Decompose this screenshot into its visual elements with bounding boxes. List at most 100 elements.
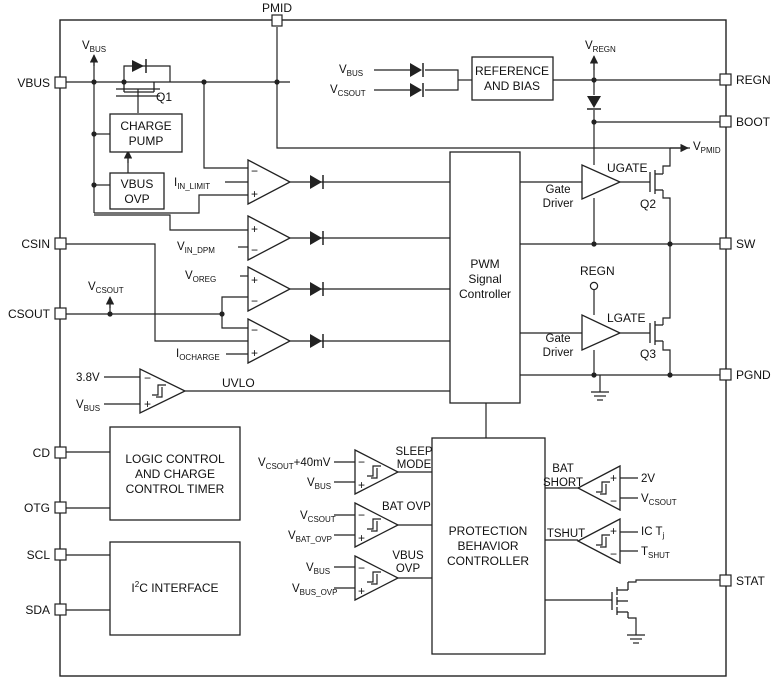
label-gate-driver-top-2: Driver xyxy=(543,198,574,210)
svg-text:−: − xyxy=(610,494,617,508)
label-tshut: TSHUT xyxy=(547,528,585,540)
pin-sw: SW xyxy=(736,237,756,251)
label-gate-driver-bottom-2: Driver xyxy=(543,347,574,359)
svg-text:−: − xyxy=(251,323,258,337)
svg-text:+: + xyxy=(144,397,151,411)
svg-text:VBUS: VBUS xyxy=(121,177,154,191)
pin-pmid: PMID xyxy=(262,1,292,15)
label-vpmid: VPMID xyxy=(693,141,721,155)
label-bat-ovp: BAT OVP xyxy=(382,501,431,513)
label-gate-driver-top-1: Gate xyxy=(546,184,571,196)
svg-text:CONTROL TIMER: CONTROL TIMER xyxy=(126,482,225,496)
svg-text:I2C INTERFACE: I2C INTERFACE xyxy=(131,580,218,595)
pin-otg: OTG xyxy=(24,501,50,515)
comparator-bat-short: + − xyxy=(576,464,621,512)
label-ugate: UGATE xyxy=(607,161,647,175)
diode-ref-vbus xyxy=(410,63,424,77)
svg-text:−: − xyxy=(358,455,365,469)
svg-text:CHARGE: CHARGE xyxy=(120,119,171,133)
svg-text:−: − xyxy=(358,508,365,522)
svg-text:−: − xyxy=(358,561,365,575)
diode-in-dpm xyxy=(310,231,324,245)
pin-regn: REGN xyxy=(736,73,771,87)
pin-sda: SDA xyxy=(25,603,50,617)
svg-text:+: + xyxy=(251,273,258,287)
diode-ref-vcsout xyxy=(410,83,424,97)
svg-text:+: + xyxy=(358,584,365,598)
svg-text:AND CHARGE: AND CHARGE xyxy=(135,467,215,481)
label-vcsout-40mv: VCSOUT+40mV xyxy=(258,457,331,471)
svg-text:+: + xyxy=(251,346,258,360)
label-gate-driver-bottom-1: Gate xyxy=(546,333,571,345)
gate-driver-bottom-amp xyxy=(581,313,622,352)
label-regn-internal: REGN xyxy=(580,264,615,278)
label-q3: Q3 xyxy=(640,347,656,361)
q3-transistor xyxy=(649,321,663,345)
q1-transistor xyxy=(116,82,160,97)
svg-text:PWM: PWM xyxy=(470,257,499,271)
svg-text:−: − xyxy=(251,243,258,257)
label-sleep-2: MODE xyxy=(397,459,432,471)
pin-cd: CD xyxy=(33,446,51,460)
comparator-uvlo: − + xyxy=(139,367,187,415)
svg-text:−: − xyxy=(251,294,258,308)
svg-text:REFERENCE: REFERENCE xyxy=(475,64,549,78)
svg-text:CONTROLLER: CONTROLLER xyxy=(447,554,529,568)
diode-boot xyxy=(587,96,601,110)
label-in-limit: IIN_LIMIT xyxy=(174,177,210,191)
svg-text:Controller: Controller xyxy=(459,287,511,301)
pin-csin: CSIN xyxy=(21,237,50,251)
label-lgate: LGATE xyxy=(607,311,645,325)
comparator-bat-ovp: − + xyxy=(354,501,400,549)
label-vregn: VREGN xyxy=(585,40,616,54)
q1-body-diode xyxy=(132,59,147,73)
pin-csout: CSOUT xyxy=(8,307,51,321)
svg-text:−: − xyxy=(610,547,617,561)
ic-boundary xyxy=(59,19,727,677)
i2c-interface-block: I2C INTERFACE xyxy=(109,541,241,636)
label-in-dpm: VIN_DPM xyxy=(177,241,215,255)
label-bat-short-2: SHORT xyxy=(543,477,583,489)
svg-text:PUMP: PUMP xyxy=(129,134,164,148)
comparator-ocharge: − + xyxy=(247,317,292,365)
label-vbus-ovp-2: OVP xyxy=(396,563,421,575)
svg-text:Signal: Signal xyxy=(468,272,501,286)
logic-control-block: LOGIC CONTROL AND CHARGE CONTROL TIMER xyxy=(109,426,241,521)
label-3v8: 3.8V xyxy=(76,372,100,384)
comparator-sleep: − + xyxy=(354,448,400,496)
pwm-controller-block: PWM Signal Controller xyxy=(449,151,521,404)
label-vcsout-batovp: VCSOUT xyxy=(300,510,336,524)
svg-text:−: − xyxy=(144,371,151,385)
diode-ocharge xyxy=(310,334,324,348)
label-q1: Q1 xyxy=(156,90,172,104)
label-ocharge: IOCHARGE xyxy=(176,348,220,362)
diode-in-limit xyxy=(310,175,324,189)
comparator-oreg: + − xyxy=(247,265,292,313)
label-ic-tj: IC Tj xyxy=(641,526,665,540)
label-q2: Q2 xyxy=(640,197,656,211)
svg-text:+: + xyxy=(251,222,258,236)
pin-scl: SCL xyxy=(27,548,51,562)
label-vbus-ovp-1: VBUS xyxy=(392,550,424,562)
diode-oreg xyxy=(310,282,324,296)
label-tshut-ref: TSHUT xyxy=(641,546,670,560)
svg-text:AND BIAS: AND BIAS xyxy=(484,79,540,93)
comparator-vbus-ovp: − + xyxy=(354,554,400,602)
svg-text:BEHAVIOR: BEHAVIOR xyxy=(457,539,518,553)
junction-dots xyxy=(91,77,673,378)
label-vbus-uvlo: VBUS xyxy=(76,399,100,413)
pin-boot: BOOT xyxy=(736,115,771,129)
pins xyxy=(54,14,732,616)
arrows xyxy=(89,54,689,308)
charge-pump-block: CHARGE PUMP xyxy=(109,113,183,153)
protection-controller-block: PROTECTION BEHAVIOR CONTROLLER xyxy=(431,437,546,655)
pin-vbus: VBUS xyxy=(17,76,50,90)
label-uvlo: UVLO xyxy=(222,376,255,390)
q2-transistor xyxy=(649,170,663,194)
pin-stat: STAT xyxy=(736,574,766,588)
svg-text:PROTECTION: PROTECTION xyxy=(449,524,528,538)
pin-pgnd: PGND xyxy=(736,368,771,382)
comparator-in-limit: − + xyxy=(247,158,292,206)
label-vbus-ovp-ref: VBUS_OVP xyxy=(292,583,337,597)
